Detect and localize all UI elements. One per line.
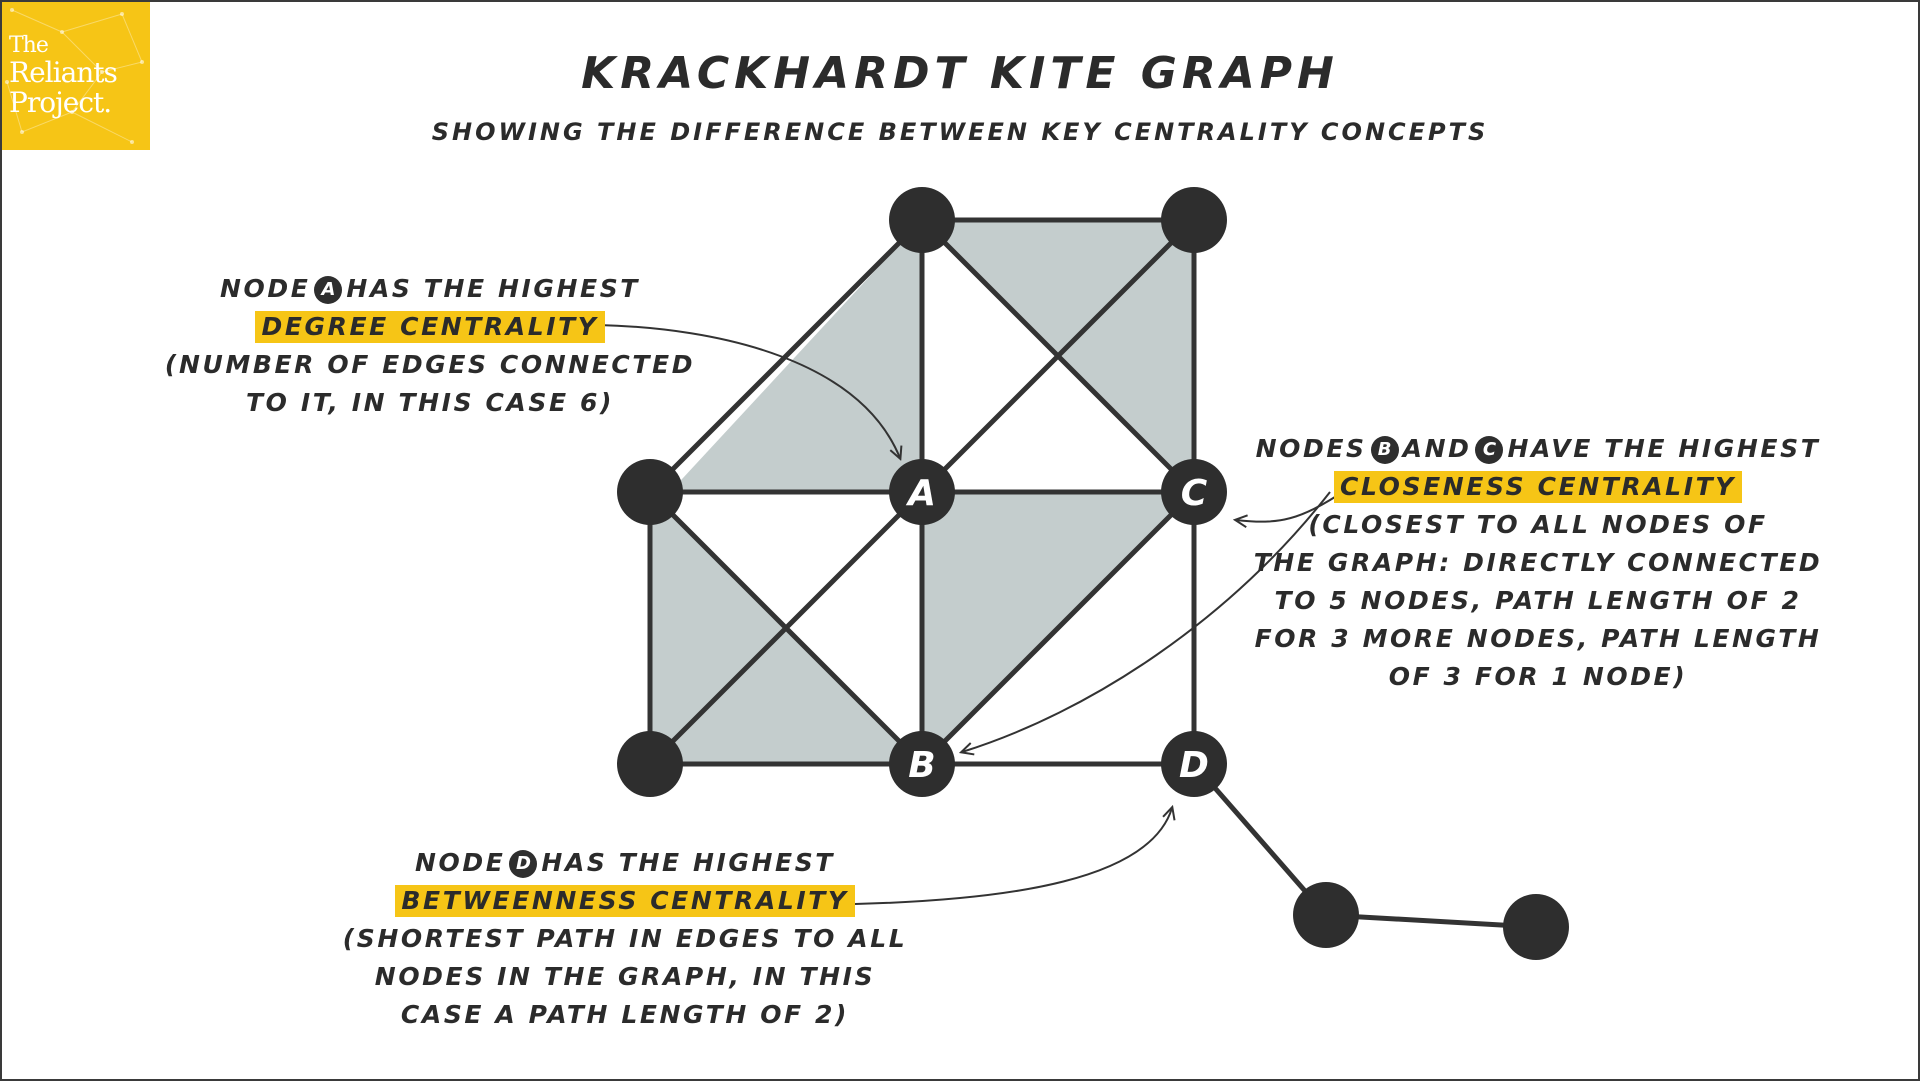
network-pattern-icon [5, 8, 144, 144]
node-tail-2 [1503, 894, 1569, 960]
node-a [889, 459, 955, 525]
node-bottom-left [617, 731, 683, 797]
degree-centrality-highlight: Degree centrality [255, 311, 605, 343]
shade-region-2 [922, 220, 1194, 356]
node-b-badge: B [1370, 436, 1399, 464]
node-label-c: C [1181, 473, 1208, 514]
note-a-line-1: NodeAhas the highest [160, 270, 700, 308]
edge-top-left-left [648, 218, 924, 494]
graph-edges [647, 217, 1537, 930]
note-d-post: has the highest [541, 848, 835, 877]
closeness-centrality-note: NodesBandChave the highest Closeness cen… [1238, 430, 1838, 696]
arrow-to-node-c [1236, 489, 1347, 522]
node-top-left [889, 187, 955, 253]
edge-A-bottom-left [648, 490, 924, 766]
closeness-centrality-highlight: Closeness centrality [1334, 471, 1742, 503]
degree-centrality-note: NodeAhas the highest Degree centrality (… [160, 270, 700, 422]
logo-line-3: Project. [9, 86, 112, 119]
note-bc-line-4: the graph: directly connected [1253, 548, 1823, 577]
note-d-pre: Node [415, 848, 506, 877]
logo-wordmark: The Reliants Project. [9, 33, 118, 119]
node-label-d: D [1179, 745, 1209, 786]
edge-C-B [920, 490, 1196, 766]
node-c-badge: C [1475, 436, 1504, 464]
node-d [1161, 731, 1227, 797]
note-d-line-3: (shortest path in edges to all [342, 924, 908, 953]
note-d-line-4: nodes in the graph, in this [374, 962, 876, 991]
note-bc-post: have the highest [1507, 434, 1821, 463]
betweenness-centrality-note: NodeDhas the highest Betweenness central… [325, 844, 925, 1034]
node-tail-1 [1293, 882, 1359, 948]
note-bc-mid: and [1402, 434, 1472, 463]
shade-region-6 [650, 628, 922, 764]
note-bc-line-3: (closest to all nodes of [1308, 510, 1768, 539]
note-a-line-3: (number of edges connected [164, 350, 696, 379]
note-a-line-2: Degree centrality [160, 308, 700, 346]
node-label-b: B [908, 745, 935, 786]
betweenness-centrality-highlight: Betweenness centrality [395, 885, 855, 917]
node-top-right [1161, 187, 1227, 253]
edge-tail-1-tail-2 [1325, 912, 1537, 930]
note-a-pre: Node [220, 274, 311, 303]
edge-top-right-A [920, 218, 1196, 494]
logo-line-1: The [9, 33, 49, 58]
note-bc-line-5: to 5 nodes, path length of 2 [1274, 586, 1802, 615]
note-bc-line-1: NodesBandChave the highest [1238, 430, 1838, 468]
note-d-line-5: case a path length of 2) [400, 1000, 850, 1029]
logo-line-2: Reliants [9, 56, 118, 89]
node-c [1161, 459, 1227, 525]
annotation-arrows [597, 324, 1347, 905]
reliants-project-logo: The Reliants Project. [2, 2, 150, 150]
note-bc-line-7: of 3 for 1 node) [1388, 662, 1688, 691]
edge-D-tail-1 [1192, 762, 1328, 917]
arrow-to-node-b [962, 491, 1331, 752]
shade-region-3 [1058, 220, 1194, 492]
note-bc-line-2: Closeness centrality [1238, 468, 1838, 506]
node-d-badge: D [509, 850, 538, 878]
node-b [889, 731, 955, 797]
node-left [617, 459, 683, 525]
page-subtitle: Showing the difference between key centr… [431, 118, 1489, 146]
graph-nodes: A C B D [617, 187, 1569, 960]
node-label-a: A [905, 473, 936, 514]
page-title: Krackhardt Kite Graph [581, 48, 1339, 99]
note-a-line-4: to it, in this case 6) [246, 388, 614, 417]
shade-region-1 [670, 220, 922, 492]
shade-region-5 [650, 492, 786, 764]
note-a-post: has the highest [346, 274, 640, 303]
arrow-to-node-a [597, 324, 900, 458]
node-a-badge: A [314, 276, 343, 304]
note-bc-line-6: for 3 more nodes, path length [1254, 624, 1822, 653]
note-d-line-2: Betweenness centrality [325, 882, 925, 920]
arrow-to-node-d [854, 808, 1172, 905]
note-d-line-1: NodeDhas the highest [325, 844, 925, 882]
note-bc-pre: Nodes [1255, 434, 1367, 463]
